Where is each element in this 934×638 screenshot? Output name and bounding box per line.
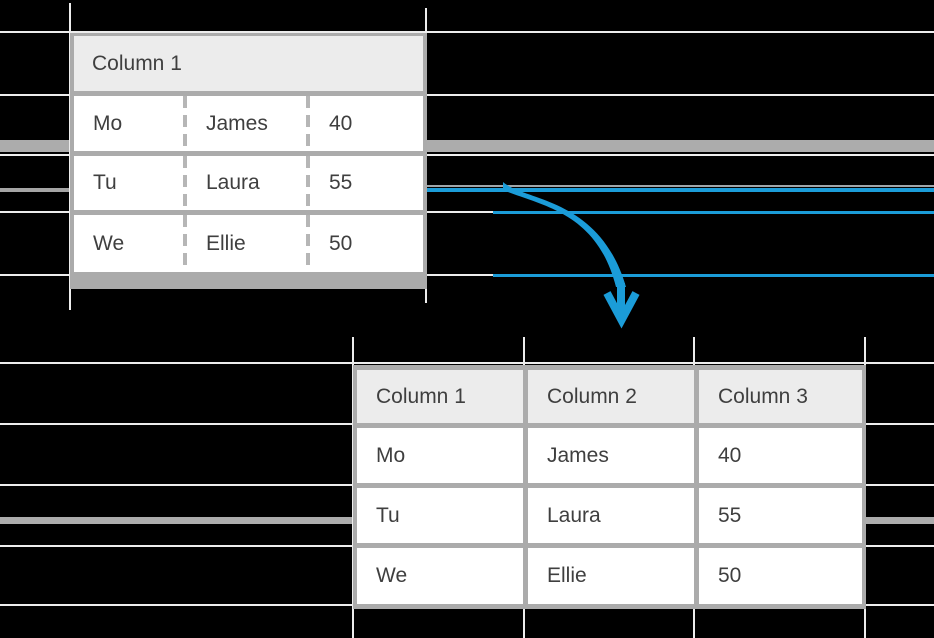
highlight-line-1 [427,188,934,192]
grid-line-h5 [0,211,934,213]
table-cell: Mo [74,96,183,151]
table-cell: 50 [699,548,862,604]
table-row: Mo James 40 [74,96,423,151]
result-table-header-row: Column 1 Column 2 Column 3 [357,370,862,423]
grid-line-h3 [0,154,934,156]
table-row: Tu Laura 55 [357,488,862,543]
dashed-separator [306,156,310,210]
dashed-separator [183,215,187,272]
table-cell: Tu [357,488,523,543]
table-cell: James [528,428,694,483]
grid-line-h2 [0,94,934,96]
table-cell: 55 [310,156,423,210]
result-table-header-cell: Column 2 [528,370,694,423]
source-table: Column 1 Mo James 40 Tu Laura 55 We Elli… [70,33,427,289]
highlight-line-3 [493,274,934,277]
table-cell: Laura [187,156,306,210]
table-cell: Ellie [528,548,694,604]
table-cell: Laura [528,488,694,543]
table-row: Mo James 40 [357,428,862,483]
dashed-separator [306,215,310,272]
grid-line-h7 [0,362,934,364]
grid-line-h4-right [427,185,934,187]
table-cell: 55 [699,488,862,543]
highlight-line-2 [493,211,934,214]
table-row: Tu Laura 55 [74,156,423,210]
table-cell: Tu [74,156,183,210]
table-cell: 40 [310,96,423,151]
grid-line-h1 [0,31,934,33]
dashed-separator [183,96,187,151]
result-table: Column 1 Column 2 Column 3 Mo James 40 T… [353,365,866,609]
result-table-header-cell: Column 1 [357,370,523,423]
table-cell: James [187,96,306,151]
table-row: We Ellie 50 [357,548,862,604]
table-cell: 40 [699,428,862,483]
table-row: We Ellie 50 [74,215,423,272]
dashed-separator [306,96,310,151]
table-cell: Ellie [187,215,306,272]
grid-line-h6 [0,274,934,276]
source-table-header-cell: Column 1 [74,36,423,91]
result-table-header-cell: Column 3 [699,370,862,423]
table-cell: Mo [357,428,523,483]
table-cell: 50 [310,215,423,272]
dashed-separator [183,156,187,210]
grid-line-h4-left [0,188,70,192]
table-cell: We [357,548,523,604]
table-cell: We [74,215,183,272]
